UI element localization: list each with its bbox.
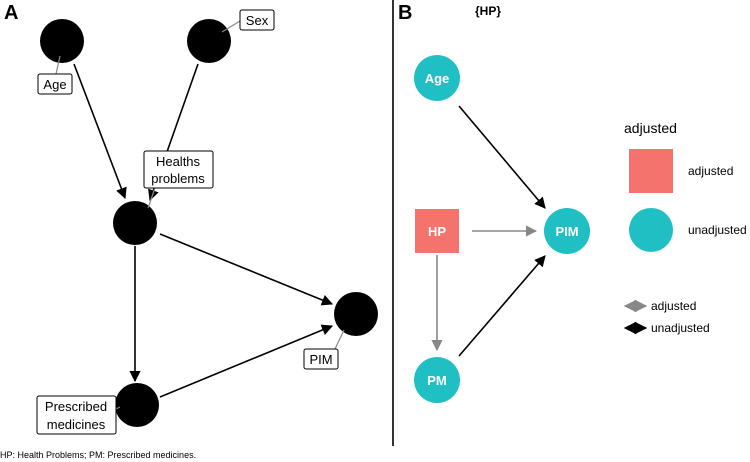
svg-text:Age: Age [43, 77, 66, 92]
node-b-hp: HP [415, 209, 459, 253]
svg-text:PIM: PIM [309, 352, 332, 367]
panel-b-title: {HP} [475, 4, 501, 18]
svg-text:medicines: medicines [47, 417, 106, 432]
svg-text:Prescribed: Prescribed [45, 399, 107, 414]
svg-text:problems: problems [151, 171, 205, 186]
legend-edge-adjusted-label: adjusted [651, 299, 696, 313]
node-sex [187, 19, 231, 63]
panel-b-edges [431, 105, 546, 357]
node-health-problems [113, 201, 157, 245]
edge-b-pm-pim [458, 255, 546, 357]
legend-edge-unadjusted-label: unadjusted [651, 321, 710, 335]
edge-hp-pim [159, 233, 334, 306]
node-b-pim: PIM [544, 208, 590, 254]
panel-a-letter: A [4, 2, 18, 24]
svg-text:PM: PM [427, 373, 447, 388]
legend: adjusted adjusted unadjusted adjusted un… [623, 120, 747, 335]
edge-b-age-pim [458, 105, 546, 209]
node-prescribed-medicines [115, 383, 159, 427]
svg-text:HP: HP [428, 224, 446, 239]
node-pim [334, 292, 378, 336]
figure-caption: HP: Health Problems; PM: Prescribed medi… [0, 450, 197, 460]
legend-unadjusted-swatch [629, 208, 673, 252]
panel-b-letter: B [398, 2, 412, 24]
legend-adjusted-label: adjusted [688, 164, 733, 178]
label-age: Age [37, 73, 73, 95]
svg-text:Age: Age [425, 71, 450, 86]
svg-text:PIM: PIM [555, 224, 578, 239]
label-sex: Sex [239, 9, 275, 31]
node-age [40, 19, 84, 63]
node-b-age: Age [414, 55, 460, 101]
legend-title: adjusted [624, 120, 677, 136]
label-pim: PIM [303, 348, 339, 370]
svg-text:Healths: Healths [156, 154, 201, 169]
panel-a-label-leaders [55, 20, 345, 412]
svg-text:Sex: Sex [246, 13, 269, 28]
legend-adjusted-swatch [629, 149, 673, 193]
legend-unadjusted-label: unadjusted [688, 223, 747, 237]
label-health-problems: Healths problems [143, 150, 214, 189]
panel-a-edges [73, 63, 334, 398]
node-b-pm: PM [414, 357, 460, 403]
label-prescribed-medicines: Prescribed medicines [36, 395, 117, 435]
edge-pm-pim [159, 324, 334, 398]
edge-age-hp [73, 63, 127, 200]
